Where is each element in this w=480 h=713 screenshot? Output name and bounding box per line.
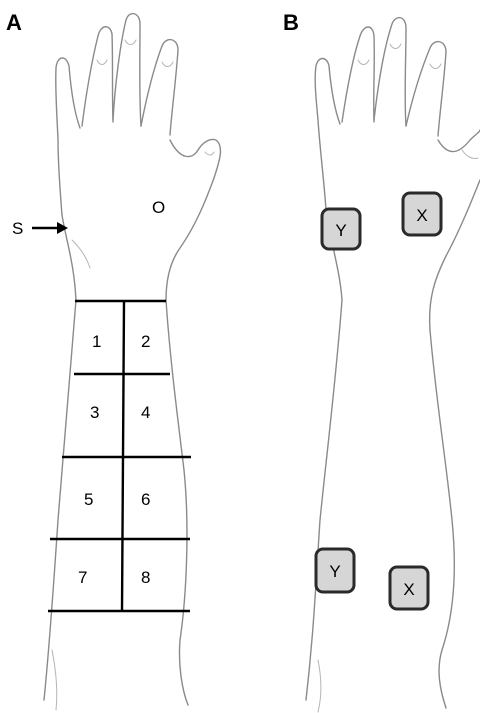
grid-cell-2: 2 (141, 332, 150, 351)
grid-cell-3: 3 (90, 403, 99, 422)
hand-label-o: O (152, 198, 165, 217)
grid-cell-8: 8 (141, 568, 150, 587)
electrode-y-upper: Y (322, 209, 360, 249)
electrode-label: X (416, 206, 427, 225)
panel-a: A S (6, 10, 220, 710)
electrode-label: Y (335, 221, 346, 240)
grid-cell-labels: 1 2 3 4 5 6 7 8 (78, 332, 150, 587)
arrow-icon (32, 222, 68, 234)
grid-cell-5: 5 (84, 490, 93, 509)
panel-a-letter: A (6, 10, 22, 35)
panel-b-letter: B (283, 10, 299, 35)
electrode-label: Y (329, 562, 340, 581)
electrode-label: X (403, 580, 414, 599)
grid-cell-1: 1 (92, 332, 101, 351)
electrode-x-lower: X (390, 567, 428, 609)
panel-b: B Y (283, 10, 480, 712)
electrode-x-upper: X (403, 193, 441, 235)
grid-cell-4: 4 (141, 403, 150, 422)
forearm-sketch-a (44, 14, 220, 710)
arrow-label-s: S (12, 219, 23, 238)
grid-cell-6: 6 (141, 490, 150, 509)
electrode-y-lower: Y (316, 549, 354, 592)
grid-cell-7: 7 (78, 568, 87, 587)
grid-divider (122, 301, 124, 611)
